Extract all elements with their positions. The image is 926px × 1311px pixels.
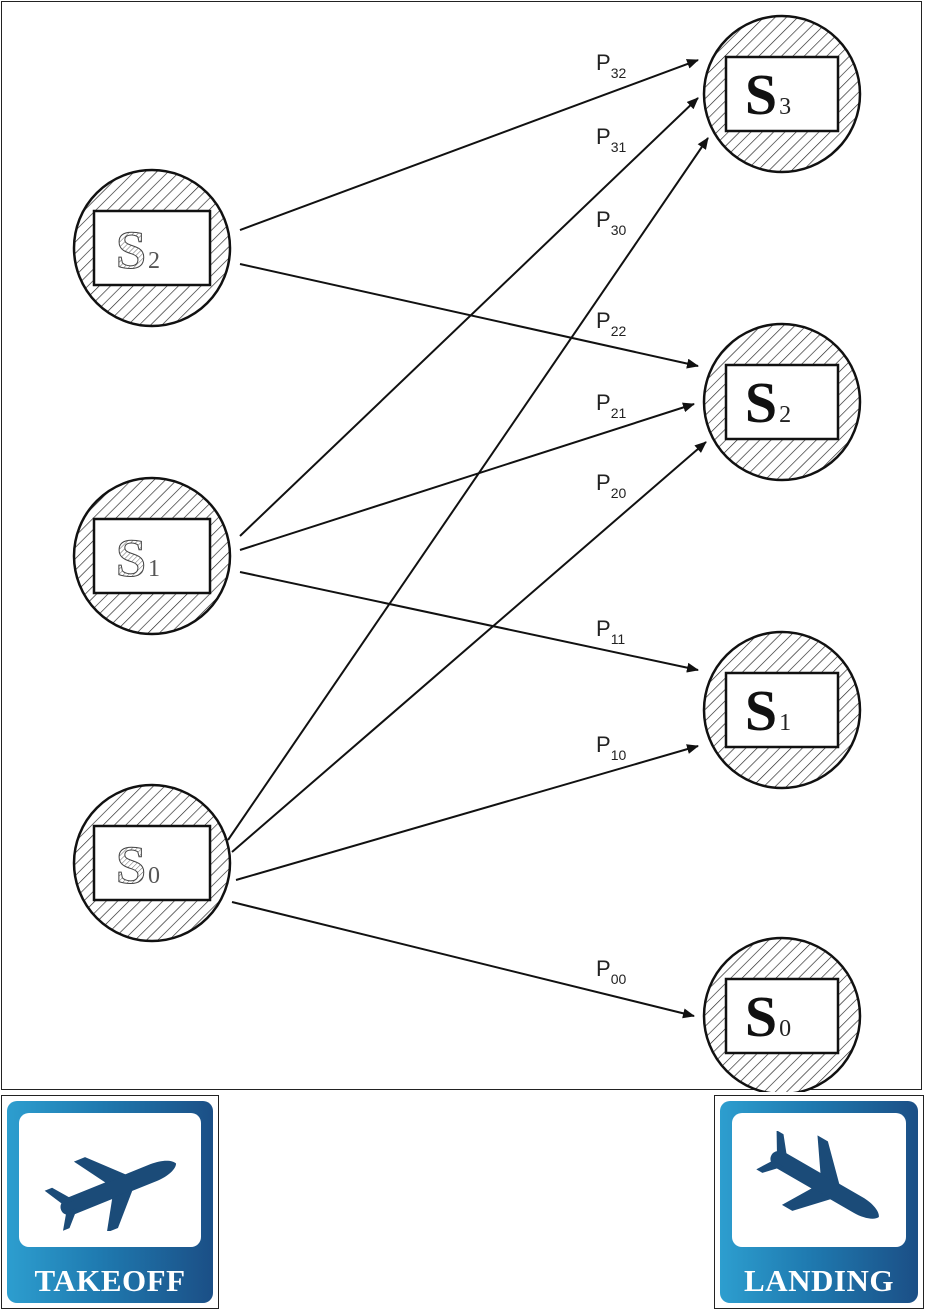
transition-arrow-32 xyxy=(239,59,699,231)
target-state-node-s3: S3 xyxy=(702,14,862,174)
landing-label: LANDING xyxy=(744,1263,894,1298)
transition-arrow-00 xyxy=(231,901,695,1019)
target-state-node-s0: S0 xyxy=(702,936,862,1092)
transition-label-22: P22 xyxy=(596,308,626,339)
transition-label-30: P30 xyxy=(596,207,626,238)
transition-label-10: P10 xyxy=(596,732,626,763)
transition-label-11: P11 xyxy=(596,616,625,647)
transition-arrow-11 xyxy=(239,571,699,673)
target-state-node-s1: S1 xyxy=(702,630,862,790)
transition-label-21: P21 xyxy=(596,390,626,421)
transition-arrow-21 xyxy=(239,402,695,551)
transition-label-31: P31 xyxy=(596,124,626,155)
source-state-node-s0: S0 xyxy=(72,783,232,943)
transition-arrow-20 xyxy=(231,441,707,853)
transition-arrow-30 xyxy=(227,137,709,841)
transition-arrow-10 xyxy=(235,744,699,881)
source-state-label: S0 xyxy=(116,835,160,895)
source-state-node-s1: S1 xyxy=(72,476,232,636)
source-state-label: S2 xyxy=(116,220,160,280)
airplane-takeoff-icon xyxy=(44,1157,177,1231)
takeoff-badge[interactable]: TAKEOFF xyxy=(1,1095,219,1309)
source-state-node-s2: S2 xyxy=(72,168,232,328)
source-state-label: S1 xyxy=(116,528,160,588)
landing-badge[interactable]: LANDING xyxy=(714,1095,924,1309)
transition-arrow-31 xyxy=(239,97,699,537)
transition-label-20: P20 xyxy=(596,470,626,501)
transition-arrow-22 xyxy=(239,263,699,369)
transition-label-32: P32 xyxy=(596,50,626,81)
target-state-node-s2: S2 xyxy=(702,322,862,482)
target-state-label: S0 xyxy=(745,984,791,1049)
takeoff-label: TAKEOFF xyxy=(34,1263,186,1298)
target-state-label: S1 xyxy=(745,678,791,743)
target-state-label: S2 xyxy=(745,370,791,435)
airplane-landing-icon xyxy=(756,1131,879,1219)
target-state-label: S3 xyxy=(745,62,791,127)
transition-label-00: P00 xyxy=(596,956,626,987)
